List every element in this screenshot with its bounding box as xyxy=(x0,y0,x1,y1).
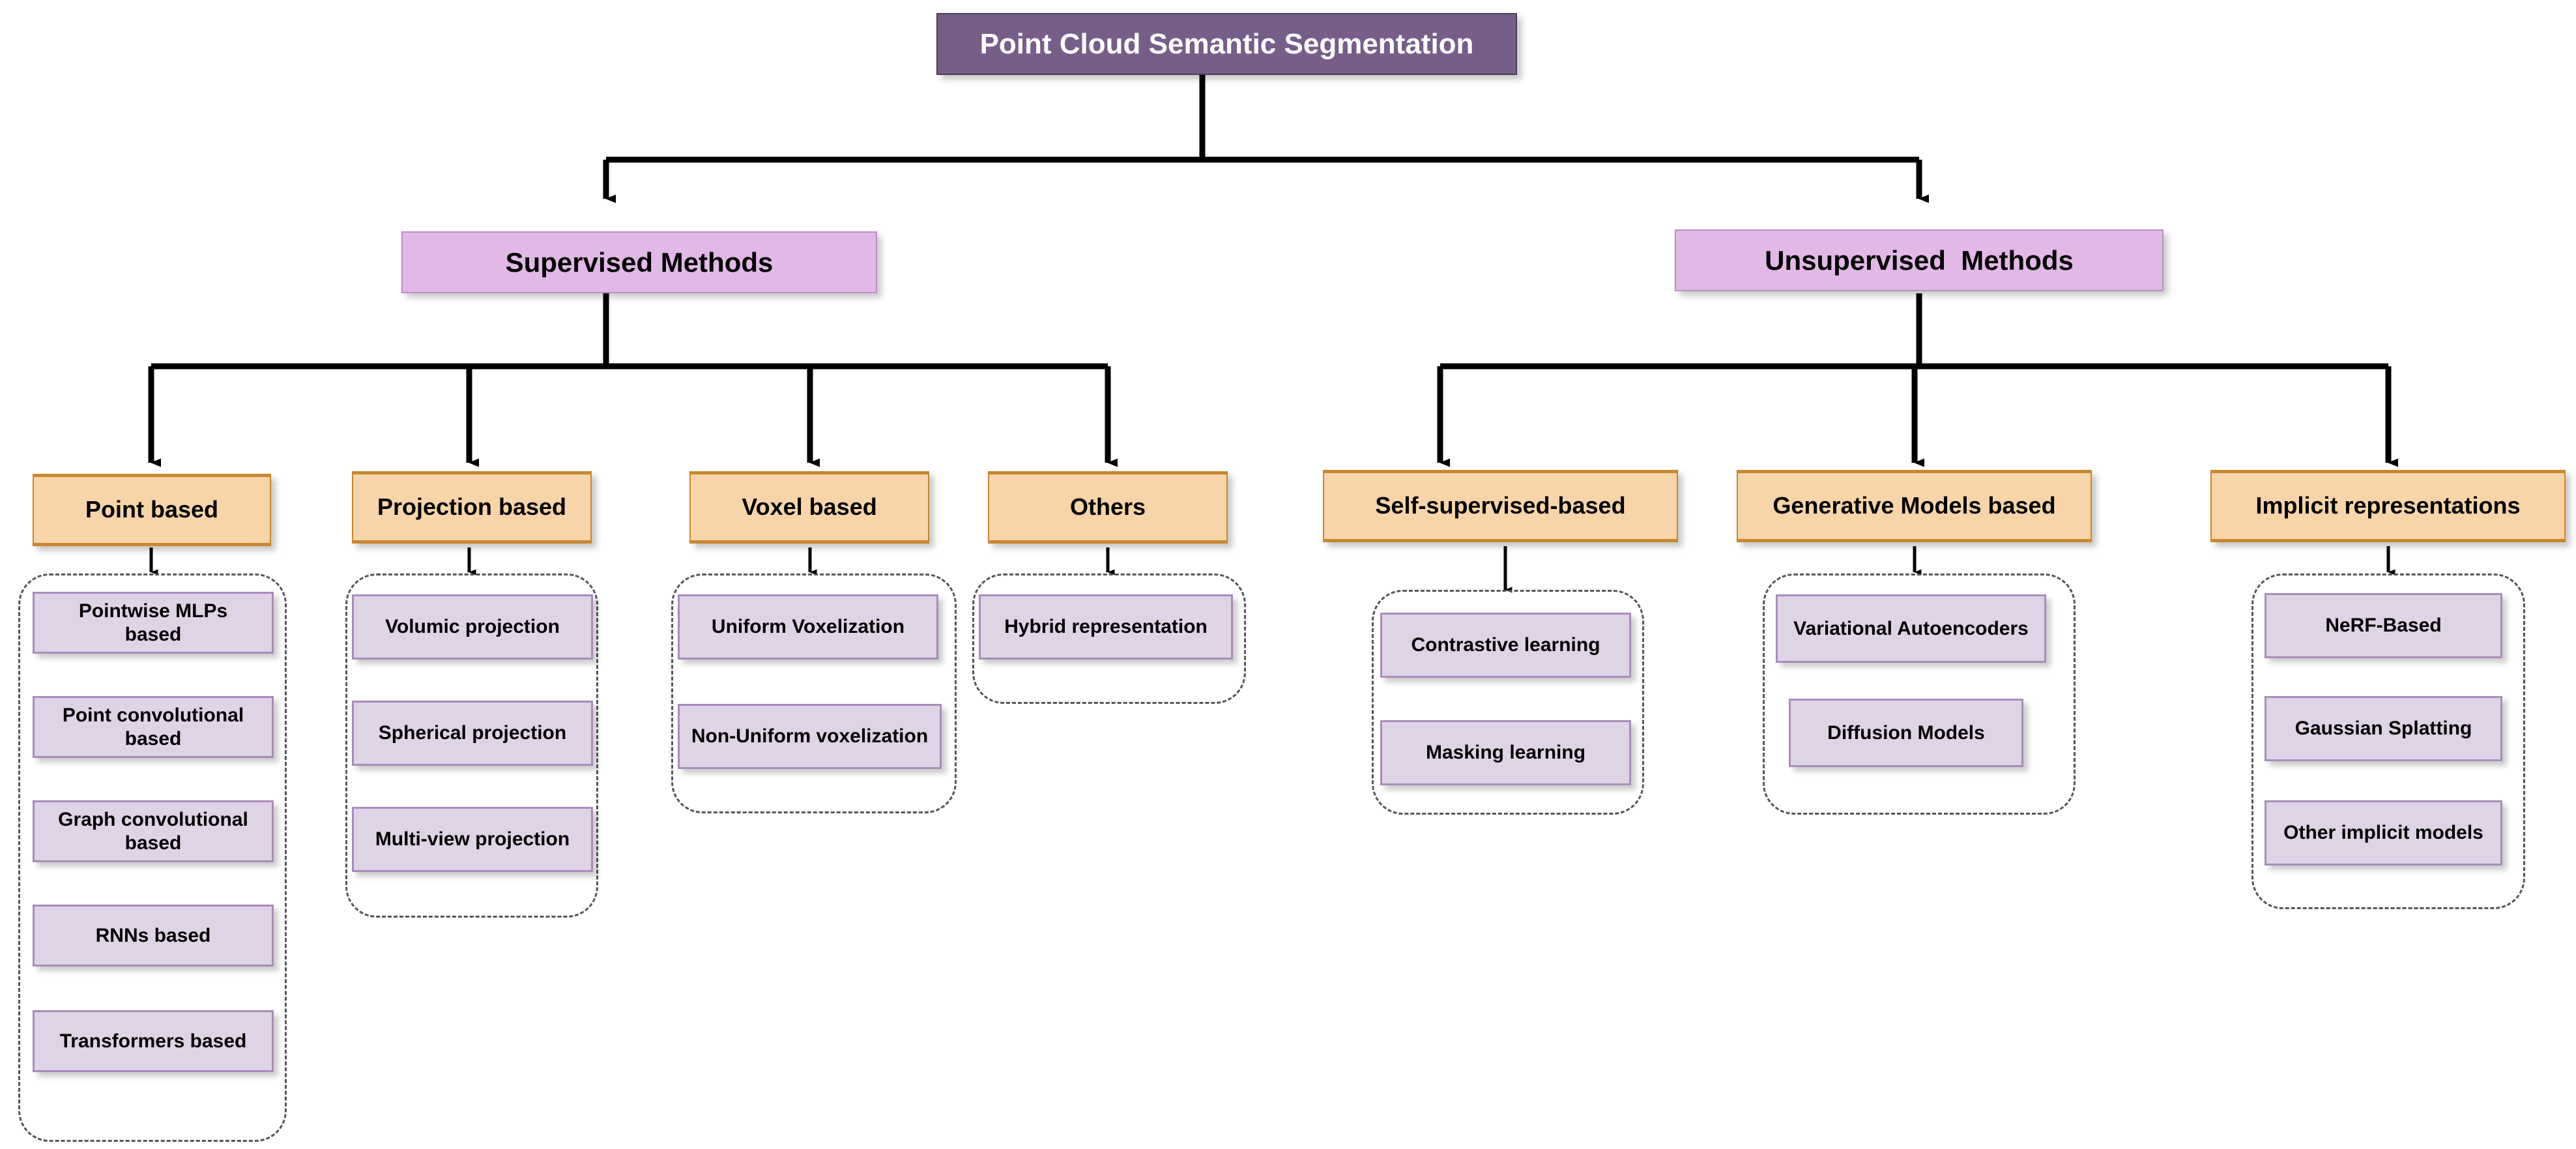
branch-node-supervised[interactable]: Supervised Methods xyxy=(401,231,877,293)
leaf-node-diffusion-models[interactable]: Diffusion Models xyxy=(1789,699,2023,767)
leaf-node-contrastive-learning[interactable]: Contrastive learning xyxy=(1380,613,1631,678)
leaf-node-gaussian-splatting[interactable]: Gaussian Splatting xyxy=(2265,696,2502,761)
leaf-node-uniform-voxelization[interactable]: Uniform Voxelization xyxy=(678,594,938,660)
group-container-voxel-based xyxy=(671,574,957,813)
leaf-node-graph-convolutional-based[interactable]: Graph convolutional based xyxy=(33,800,274,862)
leaf-node-point-convolutional-based[interactable]: Point convolutional based xyxy=(33,696,274,758)
group-container-self-supervised-based xyxy=(1372,590,1644,815)
leaf-node-rnns-based[interactable]: RNNs based xyxy=(33,905,274,967)
root-node[interactable]: Point Cloud Semantic Segmentation xyxy=(936,13,1517,75)
leaf-node-pointwise-mlps-based[interactable]: Pointwise MLPs based xyxy=(33,592,274,654)
group-container-point-based xyxy=(18,574,287,1142)
group-container-others xyxy=(972,574,1246,704)
category-node-others[interactable]: Others xyxy=(988,471,1228,544)
leaf-node-transformers-based[interactable]: Transformers based xyxy=(33,1010,274,1072)
leaf-node-non-uniform-voxelization[interactable]: Non-Uniform voxelization xyxy=(678,704,942,769)
group-container-generative-models-based xyxy=(1763,574,2076,815)
category-node-projection-based[interactable]: Projection based xyxy=(352,471,592,544)
leaf-node-masking-learning[interactable]: Masking learning xyxy=(1380,720,1631,785)
category-node-self-supervised-based[interactable]: Self-supervised-based xyxy=(1323,470,1678,542)
group-container-projection-based xyxy=(345,574,598,918)
branch-node-unsupervised[interactable]: Unsupervised Methods xyxy=(1675,229,2164,291)
leaf-node-volumic-projection[interactable]: Volumic projection xyxy=(352,594,593,660)
category-node-generative-models-based[interactable]: Generative Models based xyxy=(1737,470,2092,542)
category-node-implicit-representations[interactable]: Implicit representations xyxy=(2210,470,2566,542)
edge-unsupervised-to-categories xyxy=(1437,293,2398,467)
edge-supervised-to-categories xyxy=(148,293,1118,467)
leaf-node-variational-autoencoders[interactable]: Variational Autoencoders xyxy=(1776,594,2046,663)
leaf-node-hybrid-representation[interactable]: Hybrid representation xyxy=(979,594,1233,660)
group-container-implicit-representations xyxy=(2251,574,2525,909)
leaf-node-spherical-projection[interactable]: Spherical projection xyxy=(352,701,593,766)
edge-root-to-branches xyxy=(603,75,1929,203)
category-node-point-based[interactable]: Point based xyxy=(33,474,271,546)
leaf-node-multi-view-projection[interactable]: Multi-view projection xyxy=(352,807,593,872)
category-node-voxel-based[interactable]: Voxel based xyxy=(689,471,929,544)
leaf-node-nerf-based[interactable]: NeRF-Based xyxy=(2265,593,2502,658)
leaf-node-other-implicit-models[interactable]: Other implicit models xyxy=(2265,800,2502,865)
